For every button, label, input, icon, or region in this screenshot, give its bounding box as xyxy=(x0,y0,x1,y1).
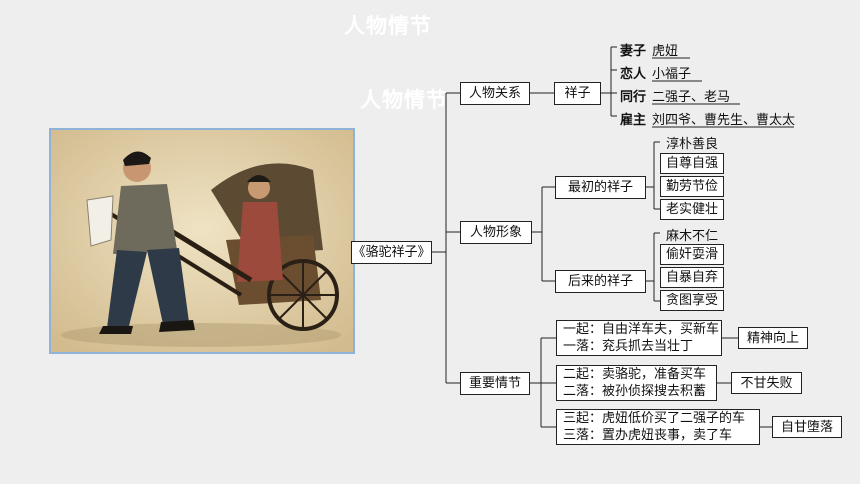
plot-stage-1-fall: 一落：兖兵抓去当壮丁 xyxy=(563,339,694,354)
ghost-title-top: 人物情节 xyxy=(344,14,432,38)
plot-stage-2-rise: 二起：卖骆驼，准备买车 xyxy=(563,367,707,382)
branch-image: 人物形象 xyxy=(460,221,532,244)
plot-result-1: 精神向上 xyxy=(738,327,808,349)
plot-stage-3: 三起：虎妞低价买了二强子的车 三落：置办虎妞丧事，卖了车 xyxy=(556,409,760,445)
branch-relations: 人物关系 xyxy=(460,82,530,105)
plot-result-3: 自甘堕落 xyxy=(772,416,842,438)
plot-stage-2: 二起：卖骆驼，准备买车 二落：被孙侦探搜去积蓄 xyxy=(556,365,717,401)
plot-stage-2-fall: 二落：被孙侦探搜去积蓄 xyxy=(563,384,707,399)
relation-wife: 妻子虎妞 xyxy=(620,44,679,59)
trait-later-2: 偷奸耍滑 xyxy=(660,244,724,265)
branch-plot: 重要情节 xyxy=(460,372,530,395)
node-early-xiangzi: 最初的祥子 xyxy=(555,176,646,199)
trait-early-2: 自尊自强 xyxy=(660,153,724,174)
trait-later-1: 麻木不仁 xyxy=(666,229,719,244)
trait-early-3: 勤劳节俭 xyxy=(660,176,724,197)
ghost-title-middle: 人物情节 xyxy=(360,88,448,112)
plot-result-2: 不甘失败 xyxy=(731,372,802,394)
relation-peer: 同行二强子、老马 xyxy=(620,90,731,105)
trait-early-4: 老实健壮 xyxy=(660,199,724,220)
hub-xiangzi: 祥子 xyxy=(554,82,601,105)
trait-early-1: 淳朴善良 xyxy=(666,137,719,152)
plot-stage-1-rise: 一起：自由洋车夫，买新车 xyxy=(563,322,720,337)
relation-lover: 恋人小福子 xyxy=(620,67,692,82)
plot-stage-3-rise: 三起：虎妞低价买了二强子的车 xyxy=(563,411,746,426)
root-node: 《骆驼祥子》 xyxy=(351,241,432,264)
trait-later-4: 贪图享受 xyxy=(660,290,724,311)
relation-employer: 雇主刘四爷、曹先生、曹太太 xyxy=(620,113,796,128)
plot-stage-3-fall: 三落：置办虎妞丧事，卖了车 xyxy=(563,428,733,443)
trait-later-3: 自暴自弃 xyxy=(660,267,724,288)
rickshaw-illustration xyxy=(49,128,355,354)
node-later-xiangzi: 后来的祥子 xyxy=(555,270,646,293)
plot-stage-1: 一起：自由洋车夫，买新车 一落：兖兵抓去当壮丁 xyxy=(556,320,722,356)
